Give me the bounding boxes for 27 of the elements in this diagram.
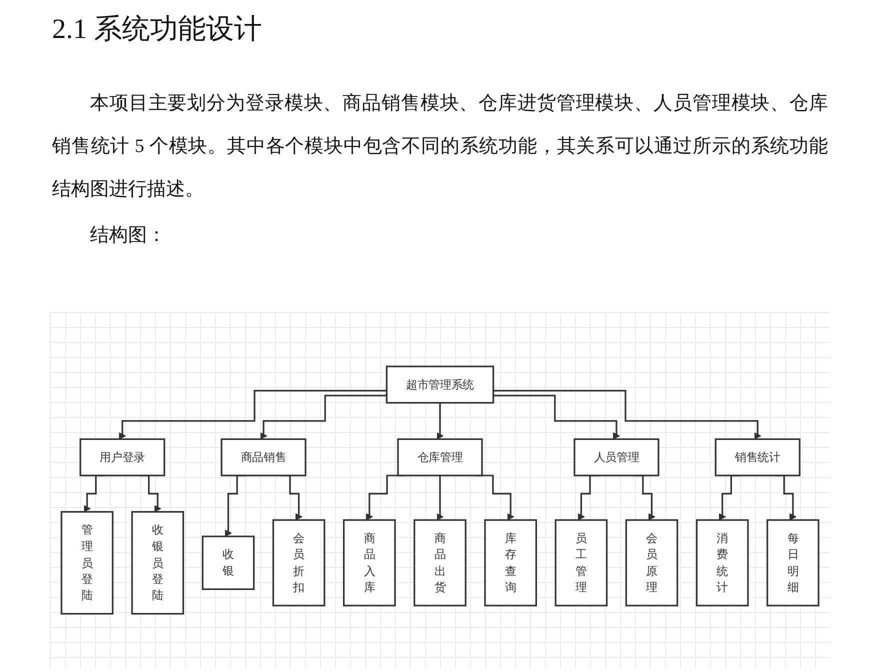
node-box	[272, 519, 326, 606]
node-box	[574, 438, 660, 476]
node-box	[696, 519, 749, 606]
node-box	[60, 510, 114, 614]
arrow	[436, 402, 444, 440]
node-box	[80, 438, 166, 476]
section-heading: 2.1 系统功能设计	[52, 13, 262, 47]
arrow	[260, 394, 387, 440]
arrow	[118, 390, 387, 440]
node-box	[766, 519, 820, 606]
node-box	[397, 438, 483, 476]
node-box	[714, 438, 800, 476]
node-box	[625, 519, 678, 606]
grid-background: 超市管理系统 用户登录 商品销售 仓库管理 人员管理 销售统计 管理员登陆 收银员登陆 收银 会员折扣 商品入库 商品出货 库存查询 员工管理 会员原理 消费统计 每日明细	[50, 312, 830, 668]
figure-label: 结构图：	[90, 224, 166, 248]
node-box	[484, 519, 537, 606]
node-box	[343, 519, 396, 606]
node-box	[386, 366, 494, 404]
node-box	[554, 519, 608, 606]
node-box	[414, 519, 466, 606]
arrow	[436, 474, 444, 520]
node-box	[220, 438, 306, 476]
arrow	[493, 390, 762, 440]
node-box	[202, 536, 255, 590]
node-box	[131, 510, 184, 614]
arrow	[493, 394, 620, 440]
body-paragraph: 本项目主要划分为登录模块、商品销售模块、仓库进货管理模块、人员管理模块、仓库销售统计 5 个模块。其中各个模块中包含不同的系统功能，其关系可以通过所示的系统功能结构图进行描述。	[52, 92, 828, 202]
